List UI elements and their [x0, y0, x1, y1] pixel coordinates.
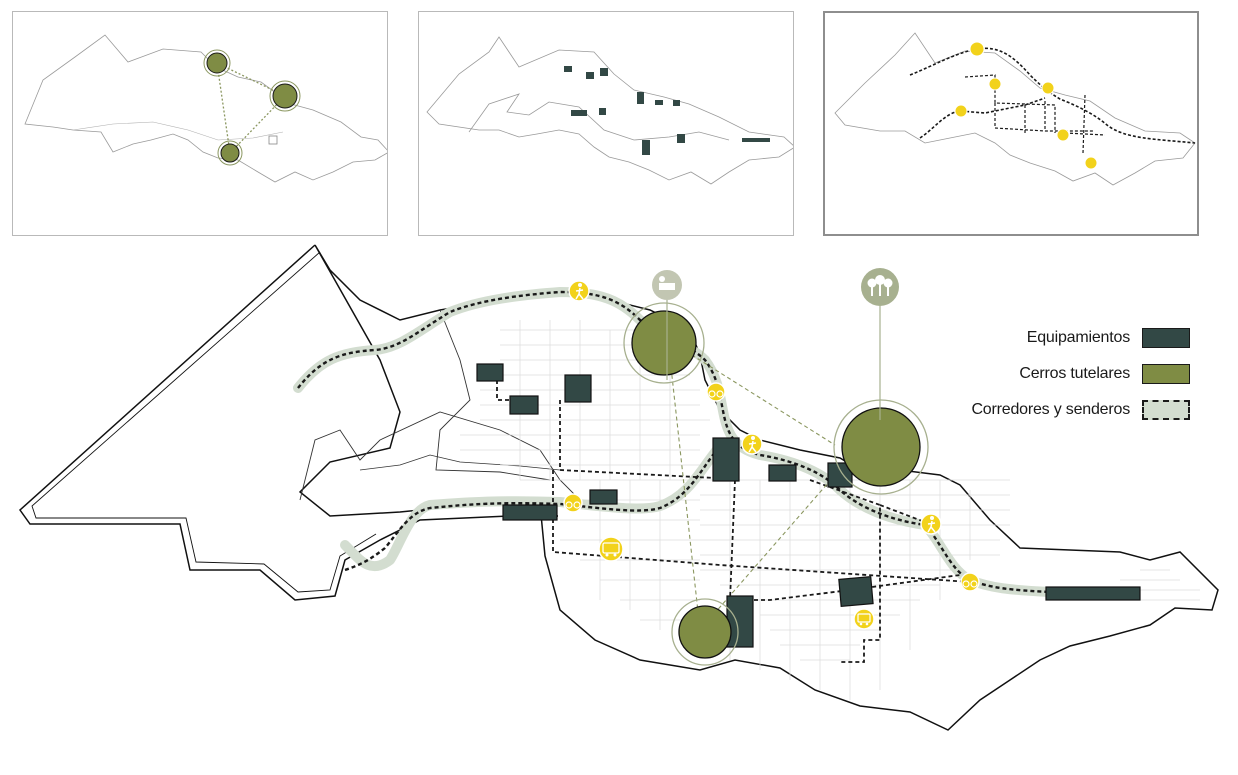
legend-swatch-cerros [1142, 364, 1190, 384]
link-lines [667, 339, 836, 631]
cerro-circle [269, 80, 301, 112]
inset-map-equipamientos-svg [426, 36, 793, 185]
pedestrian-icon [920, 513, 942, 535]
cerro-circle [217, 140, 243, 166]
cerro-halo [833, 399, 929, 495]
corridor-path [919, 97, 1046, 139]
inset-map-cerros [12, 11, 388, 236]
mode-icons [563, 280, 980, 630]
cerro-circle [631, 310, 697, 376]
cerro-circle [841, 407, 921, 487]
equipamiento-block [838, 576, 874, 607]
district-line [299, 411, 581, 501]
equipamiento-block [476, 363, 504, 382]
bicycle-icon [563, 493, 583, 513]
equipamiento-blocks [564, 66, 770, 155]
corridor-dashes [297, 290, 1051, 594]
map-legend: Equipamientos Cerros tutelares Corredore… [940, 320, 1190, 428]
cerro-circle [203, 49, 231, 77]
equipamiento-block [726, 595, 754, 648]
inset-map-corredores-svg [834, 32, 1196, 186]
outer-boundary-inner [31, 251, 377, 593]
bus-icon [853, 608, 875, 630]
equipamiento-block [502, 504, 558, 521]
city-outline [426, 36, 793, 185]
district-line [435, 309, 551, 481]
municipal-boundary [298, 244, 1219, 731]
route-lines [964, 74, 1106, 154]
cerro-halo [623, 302, 705, 384]
river-line [359, 454, 561, 471]
cerros [623, 302, 929, 666]
corridor-path [909, 47, 1196, 144]
legend-item-corredores: Corredores y senderos [940, 392, 1190, 428]
cerro-circle [272, 83, 298, 109]
legend-label: Cerros tutelares [1019, 365, 1130, 382]
legend-swatch-corredores [1142, 400, 1190, 420]
legend-swatch-equipamientos [1142, 328, 1190, 348]
equipamiento-block [768, 464, 797, 482]
inner-boundary [468, 93, 730, 141]
cerro-circle [206, 52, 228, 74]
small-plot [268, 135, 278, 145]
equipamiento-block [712, 437, 740, 482]
inset-map-cerros-svg [24, 34, 387, 183]
pedestrian-icon [568, 280, 590, 302]
pedestrian-icon [741, 433, 763, 455]
legend-item-equipamientos: Equipamientos [940, 320, 1190, 356]
equipamiento-block [509, 395, 539, 415]
link-line [216, 62, 231, 154]
callouts [652, 268, 899, 420]
link-line [229, 95, 286, 154]
mode-icons [954, 41, 1098, 170]
city-outline [834, 32, 1196, 186]
inset-map-equipamientos [418, 11, 794, 236]
bicycle-icon [960, 572, 980, 592]
main-map [18, 244, 1219, 731]
bicycle-icon [706, 382, 726, 402]
legend-item-cerros: Cerros tutelares [940, 356, 1190, 392]
equipamiento-block [564, 374, 592, 403]
cerro-halo [671, 598, 739, 666]
landmark-icon-glyph [659, 283, 675, 290]
cerro-circle [678, 605, 732, 659]
equipamientos [476, 363, 1141, 648]
equipamiento-block [589, 489, 618, 505]
cerro-circle [220, 143, 240, 163]
legend-label: Corredores y senderos [971, 401, 1130, 418]
legend-label: Equipamientos [1026, 329, 1130, 346]
equipamiento-block [1045, 586, 1141, 601]
inner-boundary [72, 121, 284, 141]
city-outline [24, 34, 387, 183]
bus-icon [598, 536, 624, 562]
outer-boundary [18, 244, 540, 601]
inset-map-corredores [823, 11, 1199, 236]
